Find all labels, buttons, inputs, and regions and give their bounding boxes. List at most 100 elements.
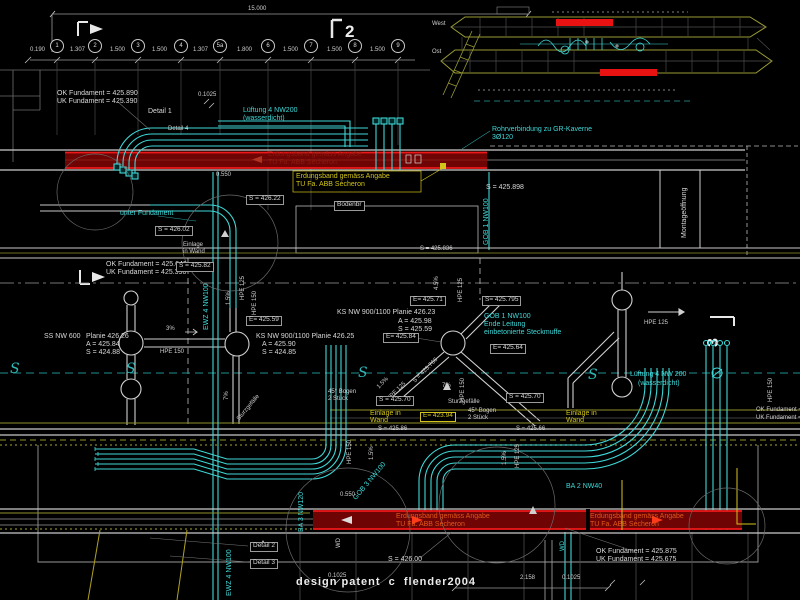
cad-label: 0.550: [340, 492, 356, 498]
cad-label: Detail 1: [148, 108, 172, 115]
cad-label: HPE 125: [644, 320, 669, 326]
cad-label: 7%: [442, 383, 451, 389]
cad-label: HPE 125: [515, 443, 521, 468]
cad-label: HPE 125: [458, 277, 464, 302]
section-marker-3-label: 3: [705, 338, 722, 347]
cad-label: EWZ 4 NW100: [203, 283, 210, 330]
cad-label: 1.500: [370, 47, 386, 53]
section-marker-1-top: [77, 21, 103, 36]
arrow-right-icon: [652, 516, 663, 524]
cad-label: 1.5%: [369, 446, 375, 460]
grid-axis-bubble: 7: [304, 39, 318, 53]
arrow-left-icon: [341, 516, 352, 524]
cad-label: 3%: [166, 326, 175, 332]
manhole: [118, 330, 144, 356]
cad-label: 1.500: [152, 47, 168, 53]
grid-axis-bubble: 1: [50, 39, 64, 53]
cad-label: Einlage in: [566, 410, 597, 417]
cad-label: Lüftung 4 NW200: [243, 107, 298, 114]
cad-label: 3Ø120: [492, 134, 514, 141]
s-symbol: S: [10, 361, 20, 377]
s-symbol: S: [126, 361, 136, 377]
cad-label: S = 425.86: [378, 426, 408, 432]
cad-label: S = 425.70: [376, 396, 414, 406]
cad-label: S = 425.70: [506, 393, 544, 403]
cad-label: 1.5%: [226, 291, 232, 305]
cad-label: Einlage in: [370, 410, 401, 417]
cad-label: TU Fa. ABB Sécheron: [296, 181, 365, 188]
cad-label: S = 426.00: [388, 556, 423, 563]
cad-label: 2.158: [520, 575, 536, 581]
cad-label: S = 424.85: [262, 349, 297, 356]
grid-axis-bubble: 2: [88, 39, 102, 53]
cad-label: TU Fa. ABB Sécheron: [396, 521, 465, 528]
cad-label: S = 426.02: [155, 226, 193, 236]
cad-label: Erdungsband gemäss Angabe: [396, 513, 490, 520]
cad-label: A = 425.84: [86, 341, 120, 348]
cad-label: 1.5%: [502, 451, 508, 465]
cyan-conduits-top: [113, 117, 490, 250]
wall-bottom-middle: [0, 409, 800, 446]
cad-label: 1.500: [110, 47, 126, 53]
manhole: [123, 290, 139, 306]
manhole: [224, 331, 250, 357]
cad-label: UK Fundament = 425.390: [106, 269, 187, 276]
erdungsband-bottom: [313, 511, 742, 529]
inset-ost-label: Ost: [432, 49, 442, 55]
cad-label: KS NW 900/1100 Planie 426.23: [337, 309, 436, 316]
cad-label: 45° Bogen: [328, 389, 357, 395]
cad-label: 0.190: [30, 47, 46, 53]
grid-axis-bubble: 3: [131, 39, 145, 53]
cad-label: 1.307: [70, 47, 86, 53]
detail-circles: [56, 153, 766, 593]
lueftung-riser: [705, 346, 728, 530]
cad-label: 1.800: [237, 47, 253, 53]
credit-text: design patent c flender2004: [296, 576, 476, 588]
cad-label: A = 425.98: [398, 318, 432, 325]
manholes-pipes: [40, 101, 686, 427]
inset-west-label: West: [432, 21, 446, 27]
cad-label: BA 2 NW40: [566, 483, 603, 490]
cad-label: 2 Stück: [468, 415, 489, 421]
cad-label: 15.000: [248, 6, 267, 12]
cad-label: Wand: [566, 417, 585, 424]
cad-label: S = 425.66: [516, 426, 546, 432]
cad-label: WD: [336, 538, 342, 548]
overview-inset: [440, 6, 773, 102]
ewz-riser: [212, 172, 219, 600]
cyan-bundles-bottom: [94, 172, 731, 600]
cad-label: Erdungsband gemäss Angabe: [268, 151, 362, 158]
inset-red-band-top: [556, 19, 613, 26]
cad-label: HPE 150: [768, 377, 774, 402]
s-symbol: S: [588, 367, 598, 383]
grid-axis-bubble: 8: [348, 39, 362, 53]
cad-label: S = 425.82: [176, 262, 214, 272]
wall-top-erdungsband: [0, 145, 798, 256]
section-marker-1-mid: [79, 270, 105, 285]
cad-label: Sturzgefälle: [448, 399, 480, 405]
cad-label: OK Fundament = 425.8: [756, 407, 800, 413]
cad-label: S = 425.898: [486, 184, 524, 191]
cad-label: E= 425.84: [383, 333, 419, 343]
cad-label: 2 Stück: [328, 396, 349, 402]
cad-label: WD: [560, 541, 566, 551]
cad-label: S = 424.88: [86, 349, 121, 356]
cad-label: UK Fundament = 425.6: [756, 415, 800, 421]
cad-label: einbetonierte Steckmuffe: [484, 329, 562, 336]
cad-label: OK Fundament = 425.875: [596, 548, 677, 555]
cad-label: Detail 2: [250, 542, 279, 552]
cad-label: KS NW 900/1100 Planie 426.25: [256, 333, 355, 340]
section-marker-2-label: 2: [345, 22, 354, 41]
section-marker-2: 2: [330, 18, 354, 41]
cad-label: 1.500: [283, 47, 299, 53]
cad-label: S = 425.59: [398, 326, 433, 333]
bottom-section: [0, 445, 800, 600]
walls-middle: [0, 169, 800, 428]
manhole: [120, 378, 142, 400]
cad-label: GOB 1 NW100: [484, 313, 531, 320]
cad-label: 0.1025: [562, 575, 581, 581]
cad-label: (wasserdicht): [638, 380, 680, 387]
manhole: [611, 376, 633, 398]
cad-label: Erdungsband gemäss Angabe: [590, 513, 684, 520]
